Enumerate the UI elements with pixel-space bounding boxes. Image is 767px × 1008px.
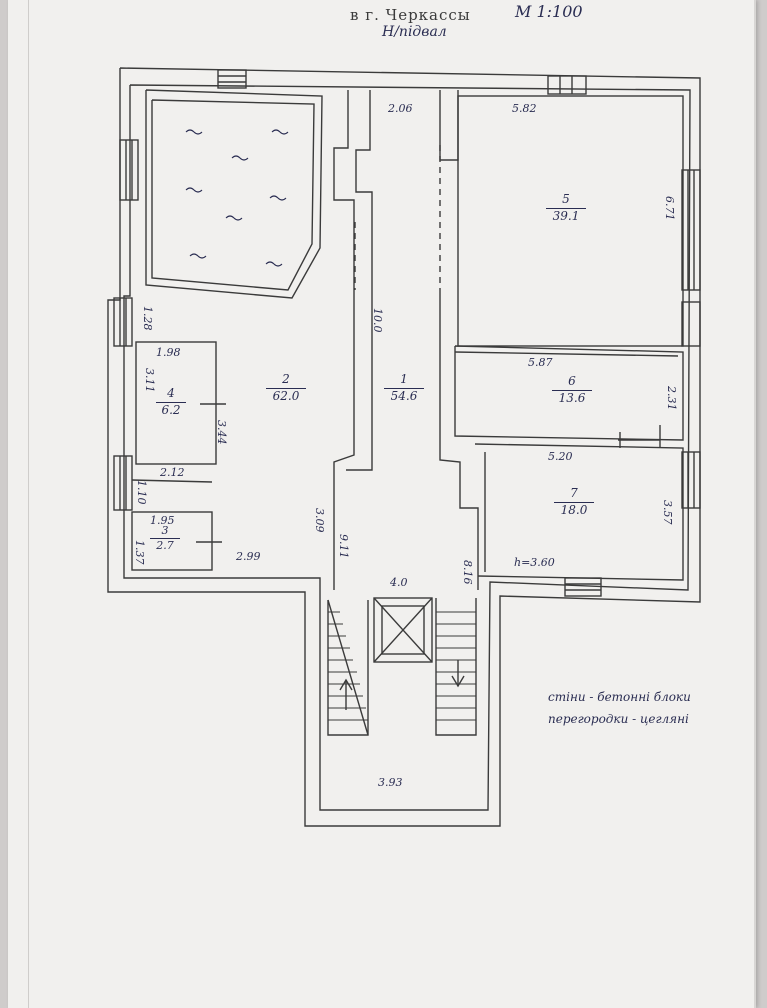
dim-stair-left: 9.11 bbox=[337, 534, 350, 559]
dim-stair-right: 8.16 bbox=[461, 560, 474, 585]
window-left-1 bbox=[119, 139, 139, 201]
dim-room2-lower: 3.09 bbox=[313, 508, 326, 533]
outer-wall-outer bbox=[107, 67, 701, 827]
dim-room4-height: 3.11 bbox=[143, 368, 156, 393]
dim-corridor-length: 10.0 bbox=[371, 308, 384, 333]
dim-room6-width: 5.87 bbox=[528, 356, 553, 369]
room-6-area: 13.6 bbox=[552, 390, 592, 405]
dim-room7-width: 5.20 bbox=[548, 450, 573, 463]
room-3-area: 2.7 bbox=[150, 538, 180, 552]
dim-room2-partition: 3.44 bbox=[215, 420, 228, 445]
dim-room2-bottom: 2.99 bbox=[236, 550, 261, 563]
window-bottom bbox=[564, 577, 602, 597]
header-scale: М 1:100 bbox=[515, 2, 583, 21]
window-right-3 bbox=[681, 451, 701, 509]
dim-room5-width: 5.82 bbox=[512, 102, 537, 115]
dim-room3-width: 1.95 bbox=[150, 514, 175, 527]
room-1-number: 1 bbox=[400, 372, 408, 386]
dim-room5-height: 6.71 bbox=[663, 196, 676, 221]
corridor-left-wall-inner bbox=[346, 90, 373, 471]
room-5-area: 39.1 bbox=[546, 208, 586, 223]
outer-wall-inner bbox=[123, 84, 691, 811]
room-5-outline bbox=[457, 95, 684, 347]
room-3-outline bbox=[131, 511, 213, 571]
corridor-right-wall bbox=[439, 90, 459, 161]
dim-corridor-width: 2.06 bbox=[388, 102, 413, 115]
room-6-outline bbox=[454, 345, 684, 441]
room-3-number: 3 bbox=[161, 524, 169, 537]
staircase bbox=[327, 597, 477, 736]
window-right-1 bbox=[681, 169, 701, 291]
water-symbols bbox=[185, 129, 289, 267]
room-7-area: 18.0 bbox=[554, 502, 594, 517]
room-4-outline bbox=[135, 341, 217, 465]
dim-room7-height: 3.57 bbox=[661, 500, 674, 525]
water-room-outline bbox=[145, 89, 323, 299]
room-2-number: 2 bbox=[282, 372, 290, 386]
margin-line bbox=[28, 0, 29, 1008]
dim-room6-height: 2.31 bbox=[665, 386, 678, 411]
window-top-left bbox=[217, 69, 247, 89]
header-city: в г. Черкассы bbox=[350, 6, 471, 24]
dim-room4-width: 1.98 bbox=[156, 346, 181, 359]
dim-left-lower-gap: 1.10 bbox=[135, 480, 148, 505]
window-top-right bbox=[547, 75, 587, 95]
room-4-area: 6.2 bbox=[156, 402, 186, 417]
room-6-number: 6 bbox=[568, 374, 576, 388]
note-walls: стіни - бетонні блоки bbox=[548, 690, 691, 704]
header-level: Н/підвал bbox=[382, 24, 447, 40]
dim-ceiling-height: h=3.60 bbox=[514, 556, 555, 569]
corridor-right-wall-2 bbox=[439, 290, 479, 590]
dim-stair-bottom: 3.93 bbox=[378, 776, 403, 789]
dim-stair-top: 4.0 bbox=[390, 576, 408, 589]
room-7-number: 7 bbox=[570, 486, 578, 500]
room-4-number: 4 bbox=[167, 386, 175, 400]
dim-left-window-gap: 1.28 bbox=[141, 306, 154, 331]
room-2-area: 62.0 bbox=[266, 388, 306, 403]
corridor-left-wall bbox=[333, 90, 355, 590]
note-partitions: перегородки - цегляні bbox=[548, 712, 689, 726]
room-5-number: 5 bbox=[562, 192, 570, 206]
window-right-2 bbox=[681, 301, 701, 347]
window-left-3 bbox=[113, 455, 133, 511]
dim-room4-bottom: 2.12 bbox=[160, 466, 185, 479]
dim-room3-height: 1.37 bbox=[133, 540, 146, 565]
window-left-2 bbox=[113, 297, 133, 347]
room-1-area: 54.6 bbox=[384, 388, 424, 403]
water-room-inner bbox=[151, 99, 315, 291]
